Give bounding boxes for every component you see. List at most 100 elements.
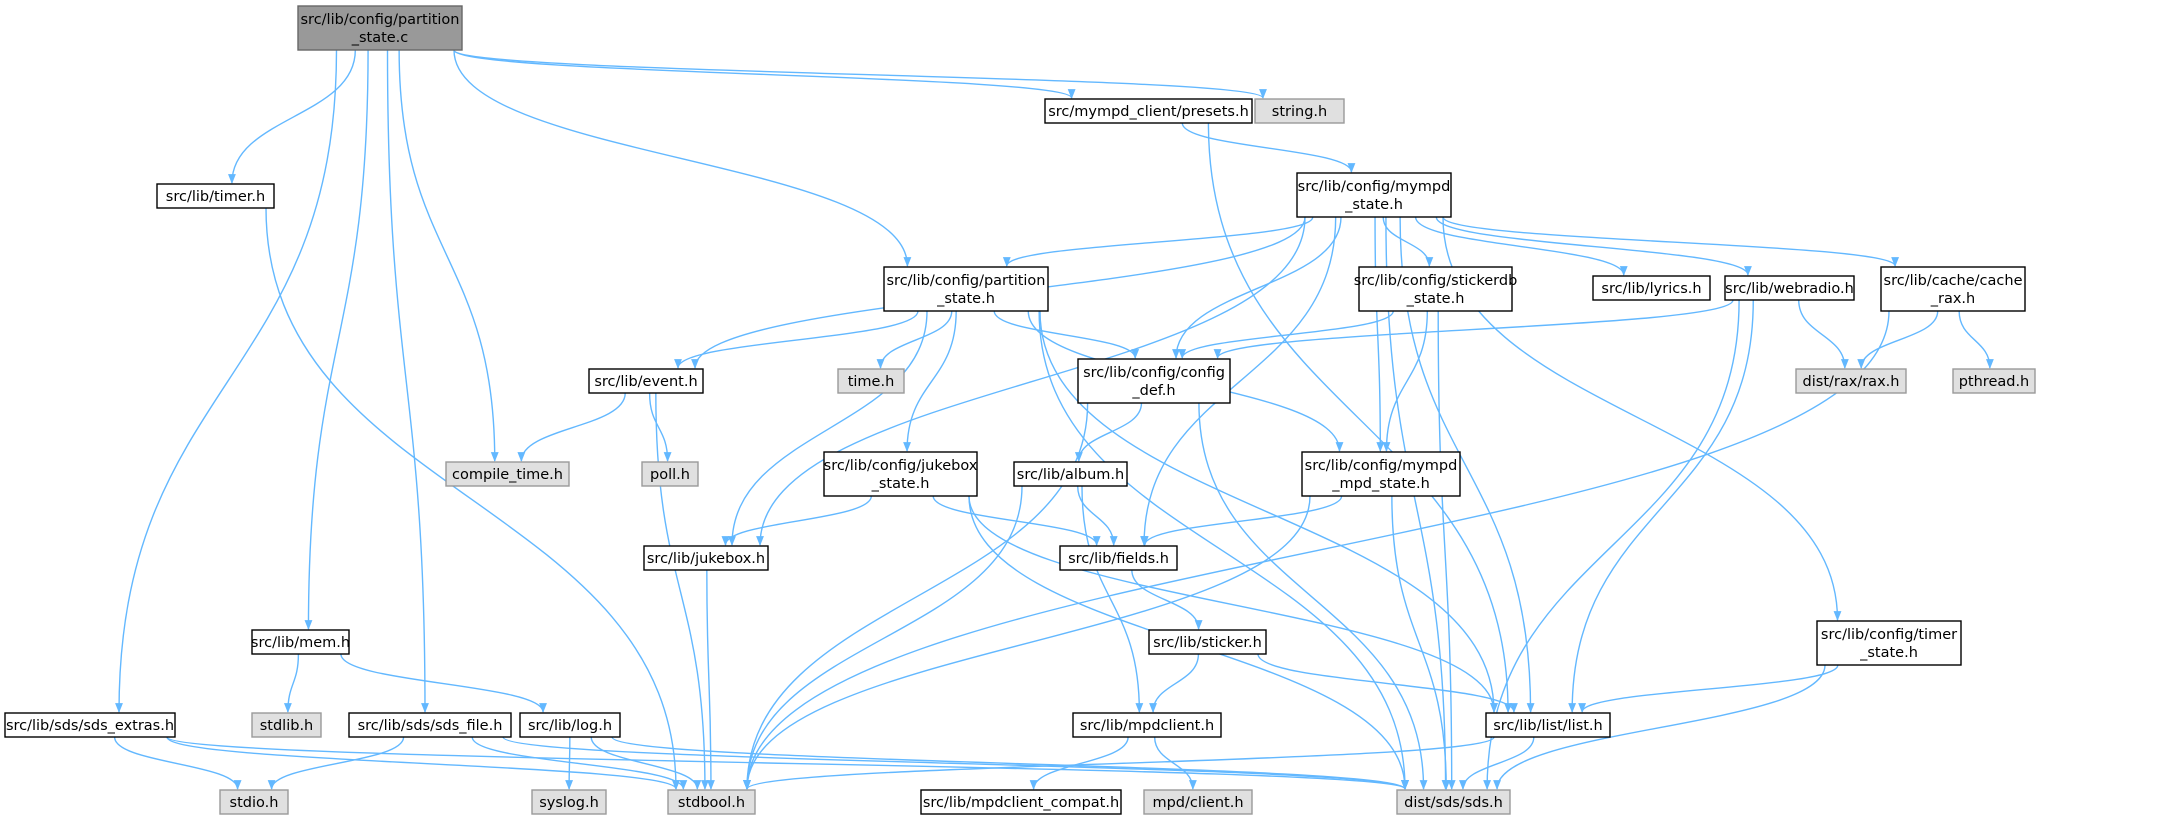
edge-album-to-mpdclient — [1081, 485, 1144, 713]
edge-root-to-presets — [453, 49, 1076, 99]
node-label: _state.h — [1406, 291, 1465, 307]
edge-jukebox_state-to-list — [968, 495, 1498, 713]
node-sds_file[interactable]: src/lib/sds/sds_file.h — [348, 712, 512, 738]
node-sds: dist/sds/sds.h — [1396, 789, 1511, 815]
node-box — [1485, 712, 1611, 738]
edge-stickerdb_state-to-config_def — [1178, 310, 1394, 359]
node-mem[interactable]: src/lib/mem.h — [251, 629, 350, 655]
edge-mympd_state-to-mpd_state — [1374, 216, 1385, 452]
node-partition_state[interactable]: src/lib/config/partition_state.h — [883, 266, 1049, 312]
node-box — [1148, 629, 1267, 655]
node-label: src/lib/mpdclient_compat.h — [923, 795, 1119, 811]
node-label: stdbool.h — [678, 795, 745, 811]
edge-event-to-compile_time — [517, 392, 626, 462]
node-presets[interactable]: src/mympd_client/presets.h — [1044, 98, 1253, 124]
node-label: src/lib/timer.h — [166, 189, 265, 205]
edge-mympd_state-to-sds — [1385, 216, 1450, 790]
node-box — [297, 5, 463, 51]
node-label: compile_time.h — [452, 467, 563, 483]
node-box — [219, 789, 289, 815]
dependency-edges — [113, 49, 1994, 790]
node-box — [519, 712, 621, 738]
node-log[interactable]: src/lib/log.h — [519, 712, 621, 738]
node-box — [1592, 275, 1711, 301]
edge-partition_state-to-event — [674, 310, 919, 369]
node-timer[interactable]: src/lib/timer.h — [156, 183, 275, 209]
edge-partition_state-to-time — [876, 310, 953, 369]
edge-config_def-to-album — [1074, 402, 1143, 462]
node-box — [837, 368, 905, 394]
edge-sds_file-to-stdbool — [471, 736, 688, 790]
node-config_def[interactable]: src/lib/config/config_def.h — [1077, 358, 1231, 404]
node-box — [1724, 275, 1855, 301]
node-mpdclient[interactable]: src/lib/mpdclient.h — [1072, 712, 1222, 738]
edge-mem-to-log — [340, 653, 547, 713]
edge-mpd_state-to-sds — [1391, 495, 1451, 790]
node-jukebox_state[interactable]: src/lib/config/jukebox_state.h — [823, 451, 978, 497]
node-box — [1072, 712, 1222, 738]
node-label: dist/sds/sds.h — [1404, 795, 1503, 811]
node-box — [531, 789, 607, 815]
edge-partition_state-to-list — [1039, 310, 1498, 713]
node-rax: dist/rax/rax.h — [1795, 368, 1907, 394]
node-fields[interactable]: src/lib/fields.h — [1059, 545, 1178, 571]
node-label: mpd/client.h — [1152, 795, 1243, 811]
edge-stickerdb_state-to-sds — [1437, 310, 1456, 790]
node-syslog: syslog.h — [531, 789, 607, 815]
node-box — [445, 461, 570, 487]
node-label: src/lib/jukebox.h — [647, 551, 765, 567]
edge-mpd_state-to-fields — [1140, 495, 1343, 546]
node-stdlib: stdlib.h — [251, 712, 322, 738]
edge-presets-to-list — [1207, 122, 1512, 713]
edge-webradio-to-sds — [1483, 299, 1740, 790]
node-label: src/lib/config/mympd — [1298, 179, 1451, 195]
node-label: syslog.h — [539, 795, 599, 811]
node-event[interactable]: src/lib/event.h — [588, 368, 704, 394]
node-label: src/lib/webradio.h — [1725, 281, 1854, 297]
edge-log-to-syslog — [565, 736, 574, 790]
node-jukebox[interactable]: src/lib/jukebox.h — [643, 545, 769, 571]
node-box — [348, 712, 512, 738]
node-label: src/lib/mem.h — [251, 635, 350, 651]
node-webradio[interactable]: src/lib/webradio.h — [1724, 275, 1855, 301]
edge-partition_state-to-jukebox_state — [903, 310, 957, 452]
edge-list-to-sds — [1459, 736, 1535, 790]
node-label: src/lib/config/jukebox — [824, 458, 978, 474]
node-box — [883, 266, 1049, 312]
node-mpdclient_compat[interactable]: src/lib/mpdclient_compat.h — [920, 789, 1122, 815]
edge-webradio-to-list — [1568, 299, 1754, 713]
edge-jukebox_state-to-fields — [932, 495, 1101, 546]
node-label: stdlib.h — [260, 718, 314, 734]
node-cache_rax[interactable]: src/lib/cache/cache_rax.h — [1880, 266, 2026, 312]
edge-mympd_state-to-webradio — [1435, 216, 1752, 276]
node-album[interactable]: src/lib/album.h — [1013, 461, 1128, 487]
node-list[interactable]: src/lib/list/list.h — [1485, 712, 1611, 738]
node-mpd_state[interactable]: src/lib/config/mympd_mpd_state.h — [1301, 451, 1461, 497]
edge-presets-to-mympd_state — [1181, 122, 1356, 173]
node-box — [251, 712, 322, 738]
edge-fields-to-sticker — [1131, 569, 1203, 630]
edge-jukebox-to-stdbool — [706, 569, 715, 790]
node-sticker[interactable]: src/lib/sticker.h — [1148, 629, 1267, 655]
node-label: _mpd_state.h — [1331, 476, 1430, 492]
node-box — [1077, 358, 1231, 404]
node-mympd_state[interactable]: src/lib/config/mympd_state.h — [1296, 172, 1452, 218]
node-stickerdb_state[interactable]: src/lib/config/stickerdb _state.h — [1354, 266, 1518, 312]
node-stdbool: stdbool.h — [667, 789, 756, 815]
node-sds_extras[interactable]: src/lib/sds/sds_extras.h — [4, 712, 176, 738]
edge-mem-to-stdlib — [283, 653, 300, 713]
node-label: src/lib/album.h — [1017, 467, 1124, 483]
node-timer_state[interactable]: src/lib/config/timer_state.h — [1816, 620, 1962, 666]
edge-timer-to-stdbool — [265, 207, 680, 790]
edge-mpdclient-to-mpdclient_compat — [1029, 736, 1129, 790]
node-box — [643, 545, 769, 571]
node-label: src/lib/config/stickerdb — [1354, 273, 1518, 289]
edge-webradio-to-config_def — [1213, 299, 1734, 359]
node-label: _def.h — [1131, 383, 1175, 399]
node-label: src/lib/event.h — [594, 374, 697, 390]
node-lyrics[interactable]: src/lib/lyrics.h — [1592, 275, 1711, 301]
node-box — [1358, 266, 1513, 312]
edge-partition_state-to-config_def — [993, 310, 1140, 359]
node-compile_time: compile_time.h — [445, 461, 570, 487]
node-box — [1013, 461, 1128, 487]
